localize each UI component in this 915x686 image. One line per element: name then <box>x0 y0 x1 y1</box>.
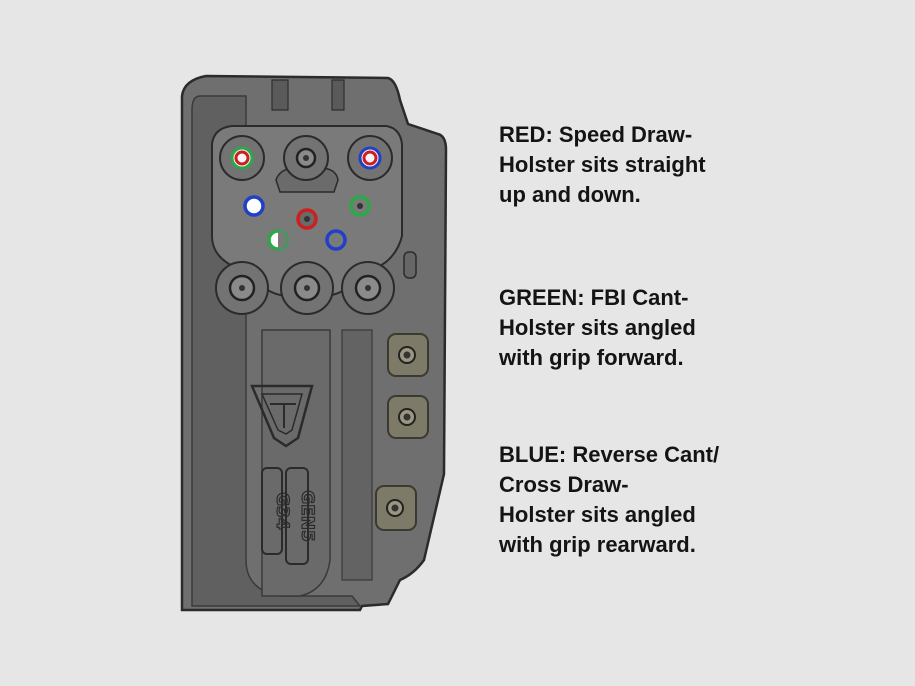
green-hole-right <box>349 195 371 217</box>
legend-blue: BLUE: Reverse Cant/ Cross Draw- Holster … <box>499 440 719 560</box>
legend-green: GREEN: FBI Cant- Holster sits angled wit… <box>499 283 696 373</box>
tension-nut-top <box>387 333 429 377</box>
legend-blue-line-4: with grip rearward. <box>499 532 696 557</box>
top-left-screw <box>219 135 265 181</box>
green-hole-left <box>267 229 289 251</box>
engraving-generation: GEN5 <box>297 490 317 542</box>
side-knob <box>403 251 417 279</box>
red-hole-center <box>296 208 318 230</box>
legend-blue-line-3: Holster sits angled <box>499 502 696 527</box>
legend-blue-line-2: Cross Draw- <box>499 472 629 497</box>
tension-nut-bottom <box>375 485 417 531</box>
holster-lower-rail <box>341 329 373 581</box>
top-center-screw <box>283 135 329 181</box>
holster-trigger-guard <box>261 329 331 597</box>
legend-green-line-1: GREEN: FBI Cant- <box>499 285 689 310</box>
engraving-model: G34 <box>272 492 292 530</box>
legend-green-line-3: with grip forward. <box>499 345 684 370</box>
brand-logo <box>250 384 314 448</box>
top-right-screw <box>347 135 393 181</box>
blue-hole-right <box>325 229 347 251</box>
bottom-right-screw <box>341 261 395 315</box>
engraving-plate: G34 GEN5 <box>261 467 318 565</box>
bottom-left-screw <box>215 261 269 315</box>
blue-hole-left <box>243 195 265 217</box>
bottom-center-screw <box>280 261 334 315</box>
legend-red-line-1: RED: Speed Draw- <box>499 122 693 147</box>
legend-blue-line-1: BLUE: Reverse Cant/ <box>499 442 720 467</box>
holster-slide-ridge <box>271 79 345 111</box>
tension-nut-middle <box>387 395 429 439</box>
legend-red-line-3: up and down. <box>499 182 641 207</box>
legend-red: RED: Speed Draw- Holster sits straight u… <box>499 120 706 210</box>
legend-red-line-2: Holster sits straight <box>499 152 706 177</box>
legend-green-line-2: Holster sits angled <box>499 315 696 340</box>
